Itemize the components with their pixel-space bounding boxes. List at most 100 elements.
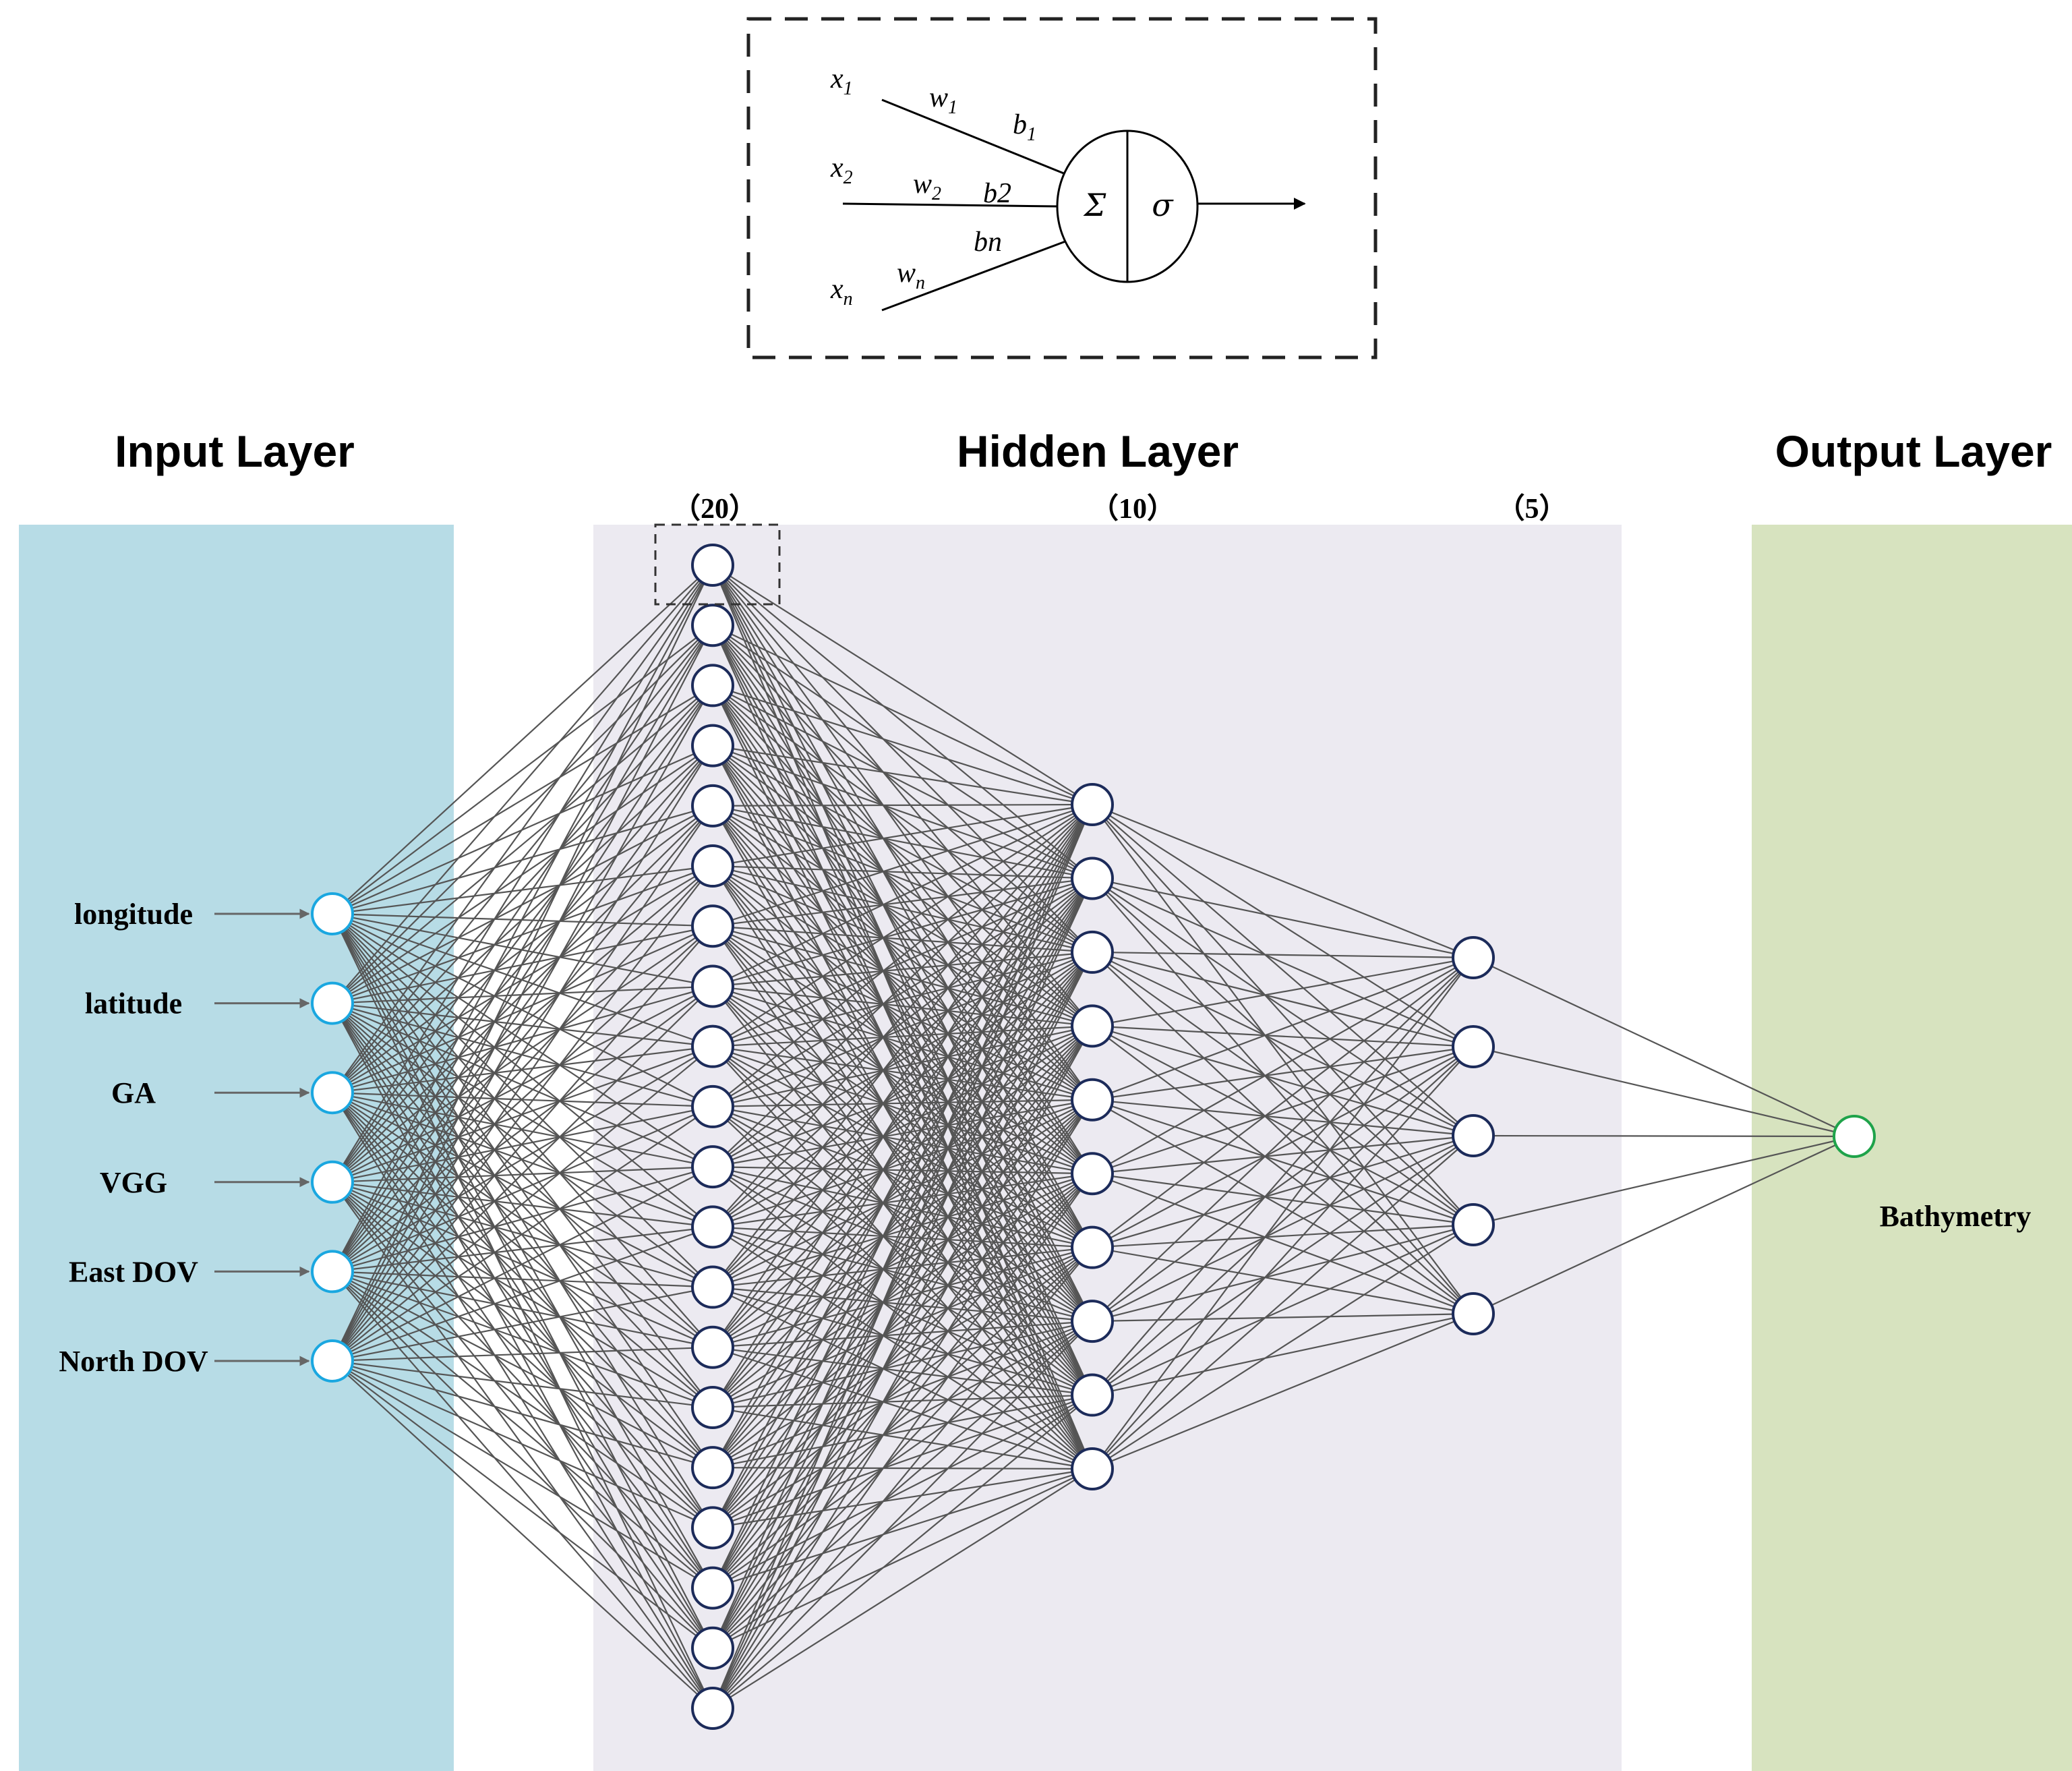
connection-line: [1092, 1312, 1474, 1323]
connection-line: [1092, 957, 1474, 1175]
connection-line: [712, 985, 1093, 1027]
connection-line: [712, 952, 1093, 1528]
hidden1-node: [691, 1506, 734, 1550]
connection-line: [332, 1092, 713, 1288]
connection-line: [712, 685, 1093, 953]
activation-symbol: σ: [1152, 187, 1174, 223]
connection-line: [712, 1105, 1093, 1323]
hidden1-node: [691, 1385, 734, 1429]
input-line-1: [881, 98, 1066, 175]
connection-line: [332, 564, 713, 1183]
connection-line: [1092, 1045, 1474, 1175]
connection-line: [712, 625, 1093, 1027]
hidden2-node: [1071, 1152, 1114, 1196]
hidden3-node: [1452, 1203, 1495, 1246]
connection-line: [332, 1271, 713, 1649]
hidden1-node: [691, 1265, 734, 1309]
connection-line: [712, 985, 1093, 1396]
connection-line: [332, 985, 713, 1273]
connection-line: [1092, 956, 1474, 1101]
connection-line: [712, 952, 1093, 1468]
connection-line: [332, 925, 713, 1362]
connection-line: [712, 805, 1093, 1322]
connection-line: [712, 805, 1093, 1248]
connection-line: [712, 985, 1093, 1101]
connection-line: [712, 1025, 1093, 1047]
hidden2-node: [1071, 930, 1114, 974]
connection-line: [332, 913, 713, 1348]
connection-line: [712, 1226, 1093, 1396]
connection-line: [712, 1045, 1093, 1396]
connection-line: [712, 1320, 1093, 1709]
connection-line: [332, 913, 713, 1408]
connection-line: [712, 865, 1093, 953]
connection-line: [712, 925, 1093, 1101]
connection-line: [332, 685, 713, 1362]
connection-line: [332, 1360, 713, 1649]
hidden2-node: [1071, 1004, 1114, 1048]
connection-line: [332, 685, 713, 1183]
connection-line: [332, 1271, 713, 1709]
connection-line: [712, 625, 1093, 879]
hidden1-node: [691, 664, 734, 707]
connection-line: [712, 951, 1093, 987]
connection-line: [712, 1025, 1093, 1408]
connection-line: [712, 804, 1093, 1408]
connection-edges: [332, 564, 1855, 1709]
connection-line: [712, 625, 1093, 953]
connection-line: [1092, 1099, 1474, 1226]
connection-line: [1092, 1312, 1474, 1396]
connection-line: [712, 564, 1093, 1101]
hidden1-node: [691, 964, 734, 1008]
connection-line: [332, 625, 713, 914]
hidden3-node: [1452, 1114, 1495, 1157]
connection-line: [332, 805, 713, 1273]
connection-line: [712, 865, 1093, 1027]
connection-line: [712, 985, 1093, 1175]
connection-line: [332, 1271, 713, 1348]
connection-line: [332, 685, 713, 1093]
input-label: longitude: [74, 898, 193, 931]
connection-line: [712, 1166, 1093, 1396]
connection-line: [712, 865, 1093, 1322]
connection-line: [712, 1045, 1093, 1175]
input-node: [311, 981, 354, 1025]
connection-line: [712, 745, 1093, 953]
connection-line: [332, 1360, 713, 1589]
connection-line: [712, 745, 1093, 879]
connection-line: [332, 1002, 713, 1529]
connection-line: [332, 564, 713, 1272]
input-node: [311, 1339, 354, 1383]
connection-line: [712, 804, 1093, 1528]
connection-line: [332, 1002, 713, 1288]
connection-line: [712, 865, 1093, 1248]
hidden1-node: [691, 544, 734, 587]
connection-line: [712, 564, 1093, 953]
connection-line: [332, 1360, 713, 1469]
connection-line: [1092, 1135, 1474, 1396]
connection-line: [332, 1105, 713, 1362]
connection-line: [712, 804, 1093, 1468]
hidden2-node: [1071, 857, 1114, 900]
bias-bn: bn: [974, 227, 1002, 258]
connection-line: [712, 1045, 1093, 1248]
connection-line: [712, 1025, 1093, 1649]
connection-line: [712, 564, 1093, 805]
connection-line: [1092, 877, 1474, 959]
connection-line: [712, 1394, 1093, 1709]
connection-line: [332, 1002, 713, 1408]
connection-line: [1092, 1046, 1474, 1470]
network-nodes: [311, 544, 1876, 1730]
connection-line: [712, 925, 1093, 1027]
connection-line: [1092, 1134, 1474, 1248]
connection-line: [332, 745, 713, 1362]
connection-line: [712, 685, 1093, 879]
output-layer-panel: [1752, 525, 2072, 1771]
connection-line: [712, 865, 1093, 879]
bias-b1: b1: [1013, 109, 1036, 145]
connection-line: [712, 625, 1093, 1248]
connection-line: [712, 865, 1093, 1396]
hidden1-node: [691, 1145, 734, 1189]
connection-line: [712, 625, 1093, 1101]
